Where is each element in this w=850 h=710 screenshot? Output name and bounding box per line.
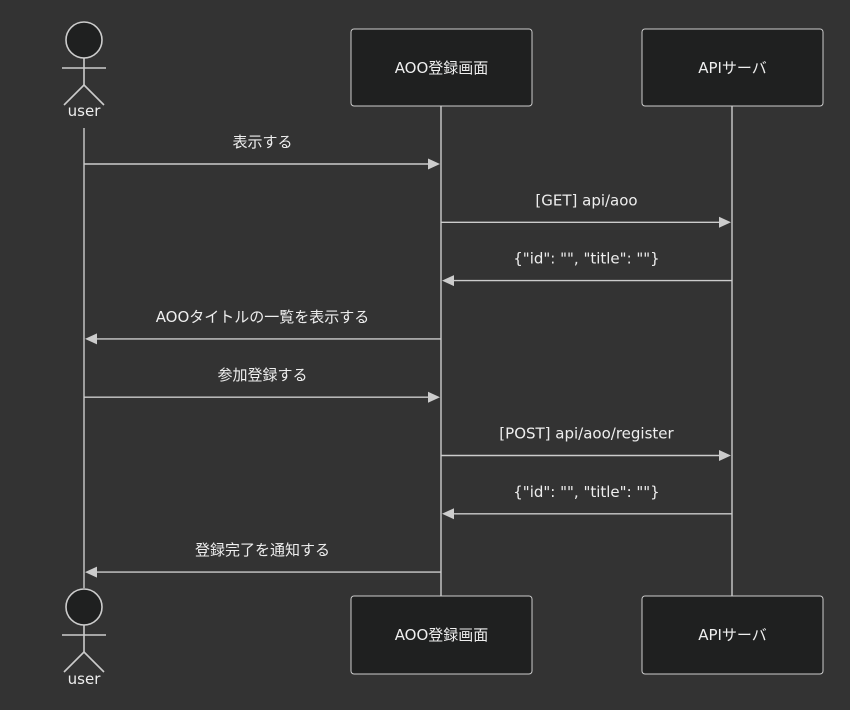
message-7: {"id": "", "title": ""}	[442, 483, 732, 520]
arrowhead-icon	[719, 450, 731, 461]
participant-box	[641, 595, 824, 675]
actor-head-icon	[65, 588, 103, 626]
message-8: 登録完了を通知する	[85, 541, 441, 578]
arrowhead-icon	[85, 566, 97, 578]
arrowhead-icon	[428, 158, 440, 170]
actor-head-icon	[65, 21, 103, 59]
actor-leg-right	[83, 651, 105, 673]
participant-label-api-bottom: APIサーバ	[698, 626, 767, 644]
actor-user-top: user	[62, 21, 106, 120]
participant-screen-top: AOO登録画面	[350, 28, 533, 107]
actor-leg-left	[63, 651, 85, 673]
message-label: 登録完了を通知する	[195, 541, 330, 559]
message-label: {"id": "", "title": ""}	[513, 483, 659, 501]
message-3: {"id": "", "title": ""}	[442, 250, 732, 287]
message-label: {"id": "", "title": ""}	[513, 250, 659, 268]
actor-label-user-top: user	[68, 102, 102, 120]
arrowhead-icon	[442, 508, 454, 520]
message-label: [GET] api/aoo	[535, 191, 637, 209]
arrowhead-icon	[719, 216, 731, 228]
participant-label-screen-bottom: AOO登録画面	[395, 626, 489, 644]
participant-label-screen-top: AOO登録画面	[395, 59, 489, 77]
message-label: AOOタイトルの一覧を表示する	[156, 308, 370, 326]
participant-box	[641, 28, 824, 107]
actor-leg-left	[63, 84, 85, 106]
message-label: [POST] api/aoo/register	[499, 425, 674, 443]
message-2: [GET] api/aoo	[441, 191, 731, 228]
actor-leg-right	[83, 84, 105, 106]
participant-api-bottom: APIサーバ	[641, 595, 824, 675]
message-5: 参加登録する	[84, 366, 440, 403]
actor-label-user-bottom: user	[68, 670, 102, 688]
participant-api-top: APIサーバ	[641, 28, 824, 107]
message-label: 参加登録する	[217, 366, 307, 384]
participant-box	[350, 28, 533, 107]
arrowhead-icon	[442, 275, 454, 287]
participant-label-api-top: APIサーバ	[698, 59, 767, 77]
message-1: 表示する	[84, 133, 440, 170]
message-label: 表示する	[232, 133, 292, 151]
participant-screen-bottom: AOO登録画面	[350, 595, 533, 675]
arrowhead-icon	[428, 391, 440, 403]
arrowhead-icon	[85, 333, 97, 345]
message-4: AOOタイトルの一覧を表示する	[85, 308, 441, 345]
messages-group: 表示する [GET] api/aoo {"id": "", "title": ""}…	[84, 133, 732, 578]
message-6: [POST] api/aoo/register	[441, 425, 731, 461]
participant-box	[350, 595, 533, 675]
actor-user-bottom: user	[62, 588, 106, 688]
